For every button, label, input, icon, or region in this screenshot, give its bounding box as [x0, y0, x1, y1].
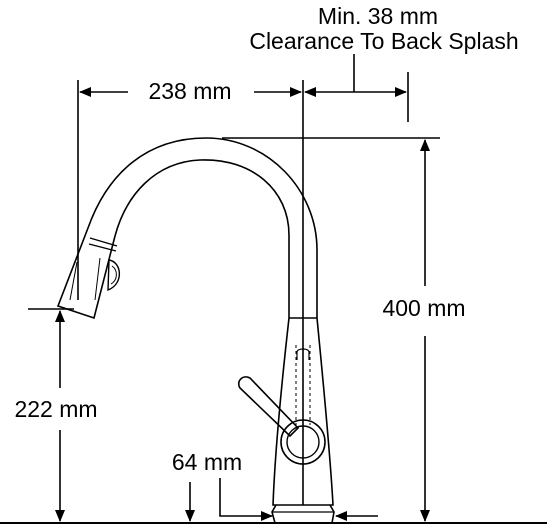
deck-thickness-label: 64 mm: [172, 449, 242, 475]
spray-head: [56, 227, 116, 320]
spray-face-line-2: [94, 257, 101, 301]
faucet-base: [271, 504, 335, 524]
lever-handle: [237, 376, 300, 438]
spray-button: [107, 259, 121, 292]
clearance-label-line1: Min. 38 mm: [318, 3, 438, 29]
deck-thickness-leader: [219, 478, 273, 521]
height-dimension: 400 mm: [222, 137, 466, 522]
spout-height-label: 222 mm: [14, 396, 97, 422]
height-label: 400 mm: [382, 295, 465, 321]
clearance-dimension: Min. 38 mm Clearance To Back Splash: [249, 3, 519, 122]
spray-head-collar: [89, 237, 118, 247]
spray-head-band: [88, 243, 117, 252]
spray-face-line: [69, 261, 78, 301]
reach-dimension: 238 mm: [77, 78, 302, 300]
spray-button-detail: [110, 265, 117, 285]
deck-thickness-dimension: 64 mm: [172, 449, 378, 522]
reach-label: 238 mm: [148, 78, 231, 104]
spout-outer-curve: [87, 137, 318, 318]
spout-height-dimension: 222 mm: [14, 308, 98, 522]
clearance-label-line2: Clearance To Back Splash: [249, 28, 518, 54]
spout-inner-curve: [114, 159, 290, 318]
